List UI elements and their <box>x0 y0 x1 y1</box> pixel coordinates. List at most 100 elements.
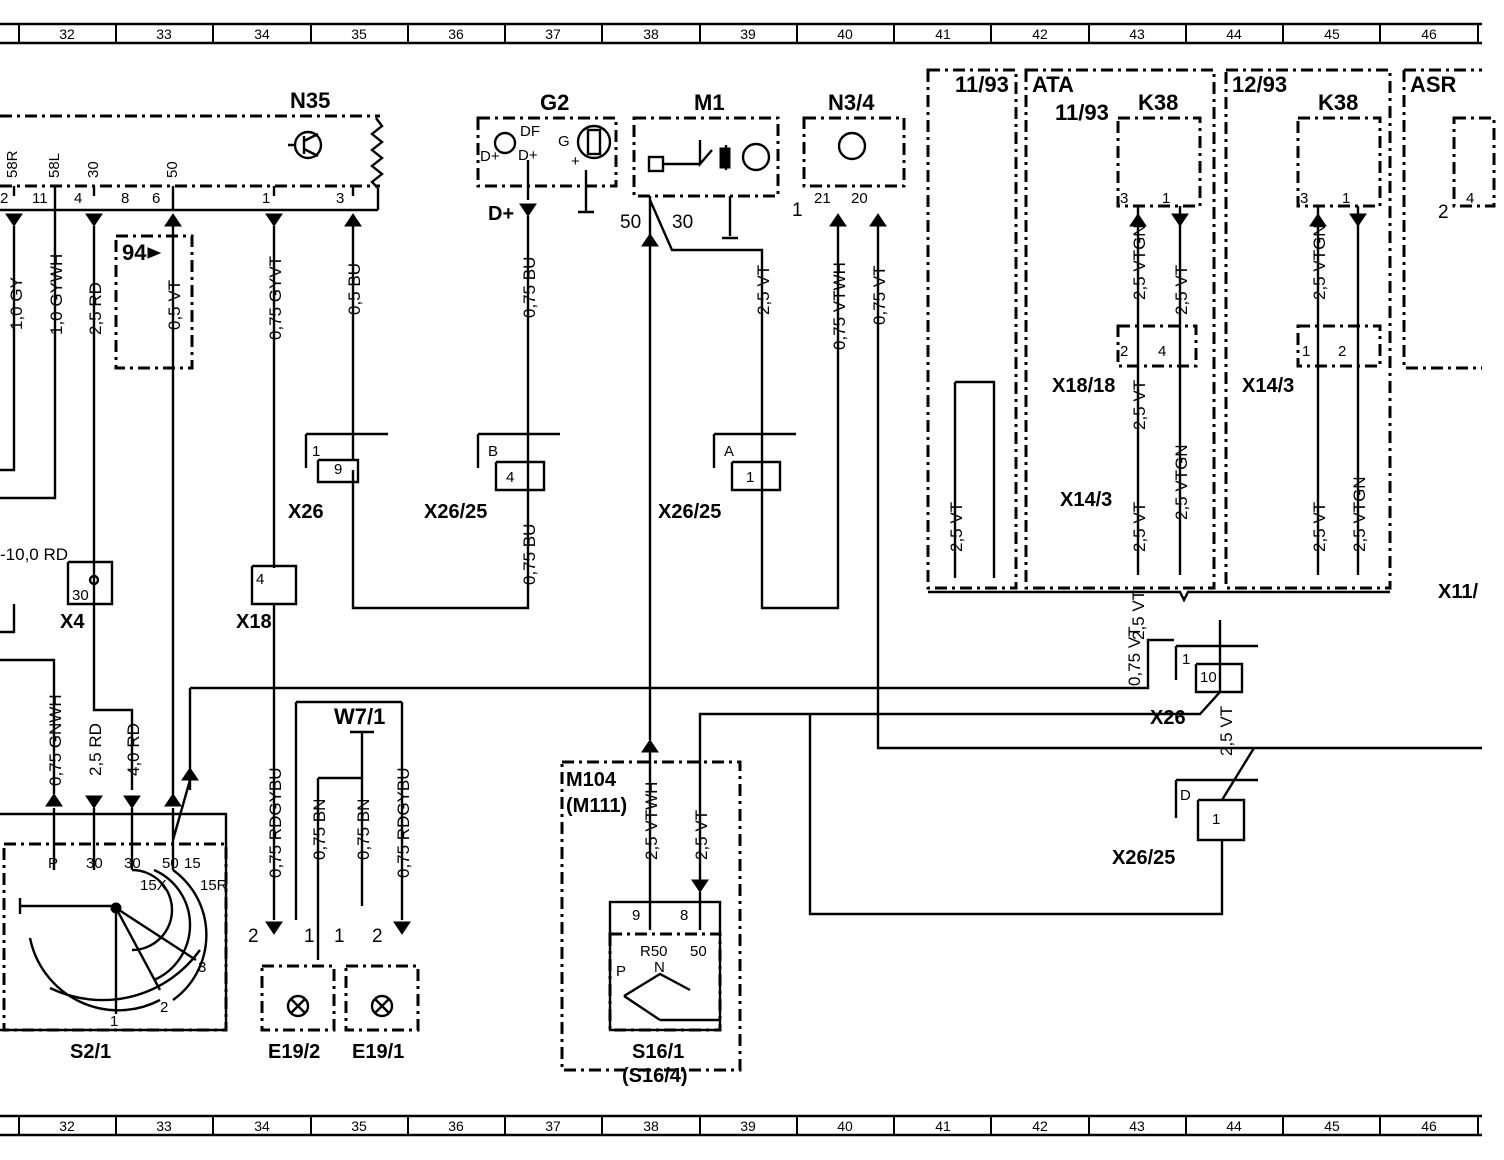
grid-number: 35 <box>351 1118 367 1134</box>
x18-connector: 4 X18 <box>236 564 298 633</box>
pin-label: 1 <box>1342 190 1350 207</box>
group-12-93: 12/93 K38 3 1 1 2 X14/3 2,5 VTGN 2,5 VT … <box>1224 68 1392 590</box>
grid-number: 39 <box>740 1118 756 1134</box>
pin-label: P <box>616 963 626 980</box>
pin-label: G <box>558 133 570 150</box>
pin-label: 1 <box>312 443 320 460</box>
grid-number: 44 <box>1226 26 1242 42</box>
grid-number: 35 <box>351 26 367 42</box>
wire-label: 2,5 VT <box>1217 706 1236 756</box>
pin-label: 20 <box>851 190 868 207</box>
x26-25-connector: D 1 X26/25 <box>1112 778 1258 869</box>
m104-label: M104 <box>566 769 617 791</box>
wire-label: 2,5 VT <box>1310 502 1329 552</box>
pin-label: 2 <box>1120 343 1128 360</box>
pin-label: 1 <box>1302 343 1310 360</box>
pin-label: 58L <box>46 153 63 178</box>
wire-label: 2,5 VT <box>692 810 711 860</box>
wire-label: 0,75 RDGYBU <box>266 767 285 878</box>
g2-label: G2 <box>540 90 569 115</box>
pin-label: 4 <box>1466 190 1474 207</box>
pin-label: D+ <box>518 147 538 164</box>
pin-label: 2 <box>1438 202 1449 223</box>
wire-label: 1,0 GYWH <box>47 254 66 335</box>
x26-25-connector: B 4 X26/25 <box>424 432 560 523</box>
pin-label: 50 <box>164 161 181 178</box>
pin-label: 1 <box>1212 811 1220 828</box>
grid-number: 33 <box>156 1118 172 1134</box>
pin-label: 1 <box>110 1013 118 1030</box>
grid-number: 40 <box>837 26 853 42</box>
wire-label: 2,5 VTGN <box>1350 476 1369 552</box>
pin-label: 2 <box>248 926 259 947</box>
group-11-93: 11/93 2,5 VT <box>926 68 1018 590</box>
pin-label: N <box>654 959 665 976</box>
n35-label: N35 <box>290 88 330 113</box>
pin-label: 50 <box>620 212 641 233</box>
wire-label: 2,5 VTGN <box>1310 224 1329 300</box>
lamp-icon <box>286 994 310 1018</box>
grid-number: 45 <box>1324 1118 1340 1134</box>
wire-label: 2,5 VTGN <box>1172 444 1191 520</box>
wire-label: -10,0 RD <box>0 545 68 564</box>
grid-number: 46 <box>1421 1118 1437 1134</box>
wire-label: 2,5 VT <box>754 265 773 315</box>
m1-starter: M1 50 30 <box>620 90 780 260</box>
pin-label: D+ <box>480 148 500 165</box>
s16-4-label: (S16/4) <box>622 1065 688 1087</box>
lamp-icon <box>370 994 394 1018</box>
grid-number: 33 <box>156 26 172 42</box>
grid-number: 37 <box>545 1118 561 1134</box>
pin-label: 50 <box>162 855 179 872</box>
wire-label: 0,75 GNWH <box>46 694 65 786</box>
pin-label: 2 <box>1338 343 1346 360</box>
x18-18-label: X18/18 <box>1052 375 1115 397</box>
x26-label: X26 <box>1150 707 1186 729</box>
grid-number: 36 <box>448 1118 464 1134</box>
top-grid-ruler: 32 33 34 35 36 37 38 39 40 41 42 43 44 4… <box>0 22 1482 45</box>
x26-25-label: X26/25 <box>658 501 721 523</box>
pin-label: 3 <box>336 190 344 207</box>
grid-number: 32 <box>59 26 75 42</box>
x26-connector: 1 10 X26 <box>1150 644 1258 729</box>
wire-label: 2,5 VTGN <box>1130 224 1149 300</box>
grid-number: 43 <box>1129 1118 1145 1134</box>
e19-2-label: E19/2 <box>268 1041 320 1063</box>
pin-label: + <box>571 153 580 170</box>
pin-label: 8 <box>121 190 129 207</box>
pin-label: 30 <box>72 587 89 604</box>
pin-label: 3 <box>198 959 206 976</box>
x26-connector: 1 9 X26 <box>288 432 388 523</box>
pin-label: 30 <box>85 161 102 178</box>
pin-label: 30 <box>672 212 693 233</box>
pin-label: 15R <box>200 877 228 894</box>
x4-label: X4 <box>60 611 85 633</box>
pin-label: A <box>724 443 734 460</box>
wire-label: 0,75 RDGYBU <box>394 767 413 878</box>
wire-label: 1,0 GY <box>7 277 26 330</box>
pin-label: 1 <box>1182 651 1190 668</box>
wire-label: 2,5 VT <box>1130 380 1149 430</box>
w7-1-label: W7/1 <box>334 704 385 729</box>
pin-label: B <box>488 443 498 460</box>
grid-number: 34 <box>254 26 270 42</box>
wire-label: 2,5 VT <box>1129 590 1148 640</box>
grid-number: 36 <box>448 26 464 42</box>
e19-2-lamp: 2 1 E19/2 <box>248 921 336 1063</box>
x26-25-label: X26/25 <box>1112 847 1175 869</box>
pin-label: R50 <box>640 943 668 960</box>
x26-25-label: X26/25 <box>424 501 487 523</box>
ref-94-box: 94 <box>114 234 194 370</box>
wire-label: 0,75 BN <box>354 799 373 860</box>
group-ata: ATA 11/93 K38 3 1 2 4 X18/18 X14/3 2,5 V… <box>1024 68 1216 590</box>
grid-number: 37 <box>545 26 561 42</box>
pin-label: 21 <box>814 190 831 207</box>
grid-number: 39 <box>740 26 756 42</box>
x26-25-connector: A 1 X26/25 <box>658 432 796 523</box>
wire-label: 0,75 BU <box>520 524 539 585</box>
pin-label: P <box>48 855 58 872</box>
e19-1-lamp: 1 2 E19/1 <box>334 921 420 1063</box>
x18-label: X18 <box>236 611 272 633</box>
pin-label: 58R <box>4 150 21 178</box>
x4-connector: 30 X4 -10,0 RD <box>0 545 114 633</box>
